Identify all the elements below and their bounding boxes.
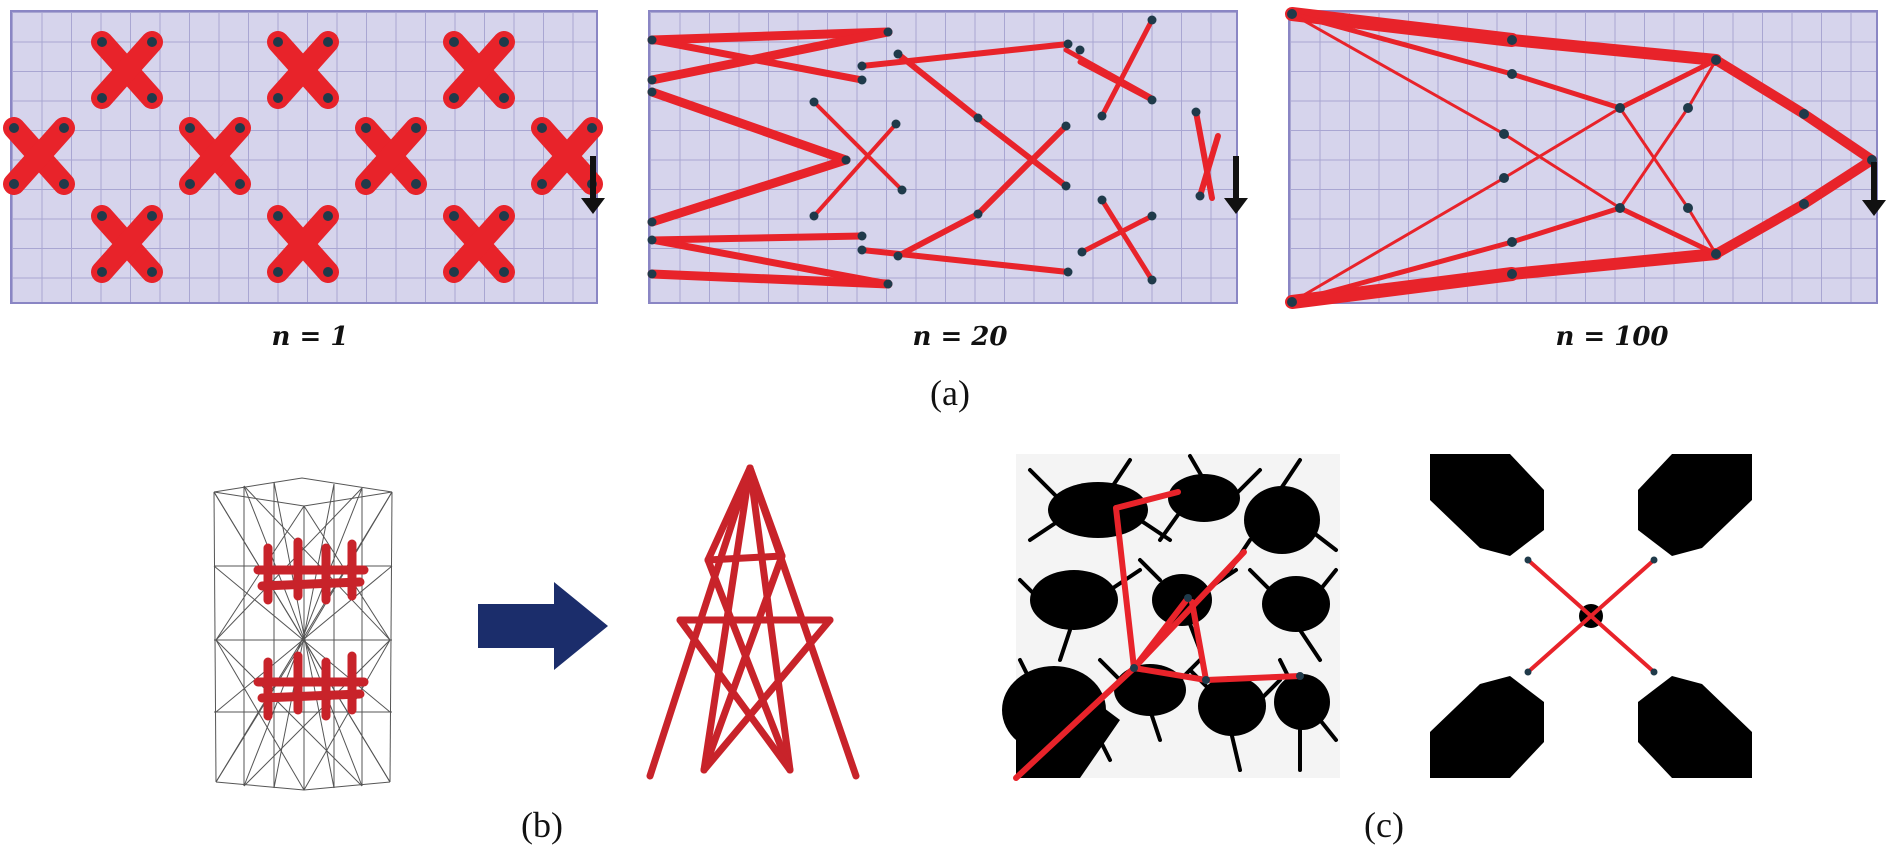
label-n1: n = 1 [271,322,349,352]
label-n100: n = 100 [1555,322,1669,352]
grid-panel-n100 [1288,10,1878,304]
load-arrow-icon [581,156,605,214]
load-arrow-icon [1224,156,1248,214]
caption-a: (a) [930,373,970,413]
label-n20: n = 20 [912,322,1008,352]
caption-c: (c) [1364,805,1404,845]
load-arrow-icon [1862,162,1886,216]
caption-b: (b) [521,805,563,845]
